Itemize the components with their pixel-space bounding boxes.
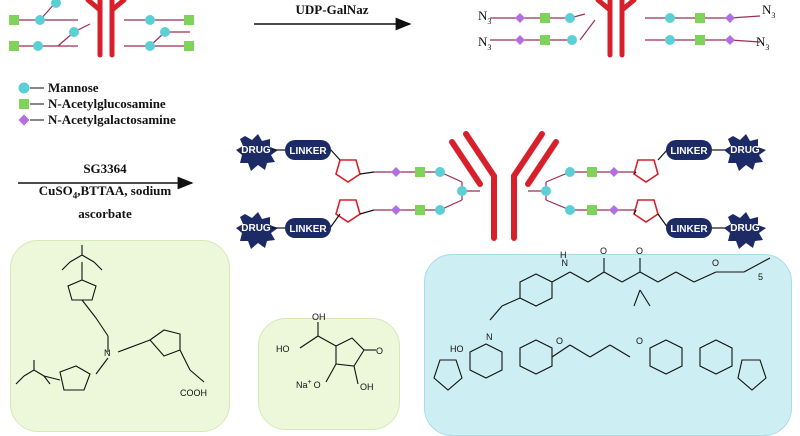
- dl-o-4: O: [556, 336, 563, 346]
- bttaa-chemical-structure: [15, 245, 205, 391]
- dl-repeat-5: 5: [758, 272, 763, 282]
- sugar-units-azide: [515, 13, 735, 45]
- drug-badge-left-top: DRUG: [236, 134, 278, 171]
- glycan-chains-azide: [490, 13, 761, 43]
- reaction2-conditions: SG3364 CuSO4,BTTAA, sodium ascorbate: [20, 160, 190, 222]
- legend-item-mannose: Mannose: [18, 80, 176, 96]
- adc-glycan-chains: [374, 171, 636, 211]
- triazole-left-bottom: [335, 199, 361, 223]
- ascorbate-oh: OH: [312, 312, 326, 322]
- svg-text:LINKER: LINKER: [289, 146, 327, 157]
- glycan-legend: Mannose N-Acetylglucosamine N-Acetylgala…: [18, 80, 176, 128]
- legend-label-mannose: Mannose: [48, 80, 99, 95]
- dl-nh-1: NH: [560, 250, 568, 268]
- antibody-y-shape-2: [595, 0, 637, 58]
- ascorbate-na: Na+O: [296, 379, 321, 390]
- linker-badge-right-bottom: LINKER: [666, 218, 712, 238]
- drug-badge-right-top: DRUG: [724, 134, 766, 171]
- drug-badge-right-bottom: DRUG: [724, 212, 766, 249]
- reaction2-ascorbate: ascorbate: [78, 205, 132, 221]
- svg-text:LINKER: LINKER: [670, 224, 708, 235]
- svg-text:LINKER: LINKER: [670, 146, 708, 157]
- reagent-label-udp-galnaz: UDP-GalNaz: [295, 2, 369, 17]
- azide-label-left-bottom: N3: [478, 34, 491, 52]
- linker-badge-left-bottom: LINKER: [285, 218, 331, 238]
- svg-text:DRUG: DRUG: [241, 223, 271, 234]
- drug-linker-structure: [433, 257, 771, 391]
- dl-ho: HO: [450, 344, 464, 354]
- triazole-left-top: [335, 159, 361, 183]
- dl-o-5: O: [636, 336, 643, 346]
- dl-o-3: O: [712, 258, 719, 268]
- antibody-y-shape: [85, 0, 127, 58]
- azide-label-right-top: N3: [762, 2, 775, 20]
- triazole-right-top: [633, 159, 659, 183]
- svg-text:DRUG: DRUG: [241, 145, 271, 156]
- antibody-azide-modified: N3 N3 N3 N3: [478, 0, 775, 58]
- reaction2-reagent-sg3364: SG3364: [83, 161, 127, 176]
- ascorbate-oh-2: OH: [360, 382, 374, 392]
- triazole-connectors: [329, 148, 669, 229]
- drug-badge-left-bottom: DRUG: [236, 212, 278, 249]
- linker-badge-right-top: LINKER: [666, 140, 712, 160]
- legend-item-galnac: N-Acetylgalactosamine: [18, 112, 176, 128]
- ascorbate-o: O: [376, 346, 383, 356]
- mannose-circle-icon: [18, 82, 44, 94]
- legend-item-glcnac: N-Acetylglucosamine: [18, 96, 176, 112]
- svg-text:DRUG: DRUG: [730, 145, 760, 156]
- reaction2-catalyst: CuSO4,BTTAA, sodium: [38, 183, 172, 201]
- glcnac-square-icon: [19, 99, 44, 109]
- adc-sugar-units: [391, 167, 619, 215]
- ascorbate-ho: HO: [276, 344, 290, 354]
- dl-o-1: O: [600, 246, 607, 256]
- dl-n-1: N: [486, 332, 493, 342]
- bttaa-cooh: COOH: [180, 388, 207, 398]
- legend-label-galnac: N-Acetylgalactosamine: [48, 112, 176, 127]
- diagram-canvas: Mannose N-Acetylglucosamine N-Acetylgala…: [9, 0, 792, 436]
- azide-label-left-top: N3: [478, 8, 491, 26]
- adc-antibody-y-shape: [449, 131, 559, 241]
- legend-label-glcnac: N-Acetylglucosamine: [48, 96, 166, 111]
- bttaa-n-atom: N: [104, 348, 111, 358]
- svg-text:LINKER: LINKER: [289, 224, 327, 235]
- antibody-native: [9, 0, 194, 58]
- linker-badge-left-top: LINKER: [285, 140, 331, 160]
- diagram-svg: N3 N3 N3 N3: [9, 0, 775, 398]
- azide-label-right-bottom: N3: [756, 34, 769, 52]
- svg-text:DRUG: DRUG: [730, 223, 760, 234]
- dl-o-2: O: [636, 246, 643, 256]
- galnac-diamond-icon: [18, 114, 44, 126]
- sodium-ascorbate-structure: [299, 322, 376, 385]
- triazole-right-bottom: [633, 199, 659, 223]
- sugar-units-native: [9, 0, 194, 51]
- antibody-drug-conjugate: DRUG LINKER DRUG LINKER LINKER: [236, 131, 766, 249]
